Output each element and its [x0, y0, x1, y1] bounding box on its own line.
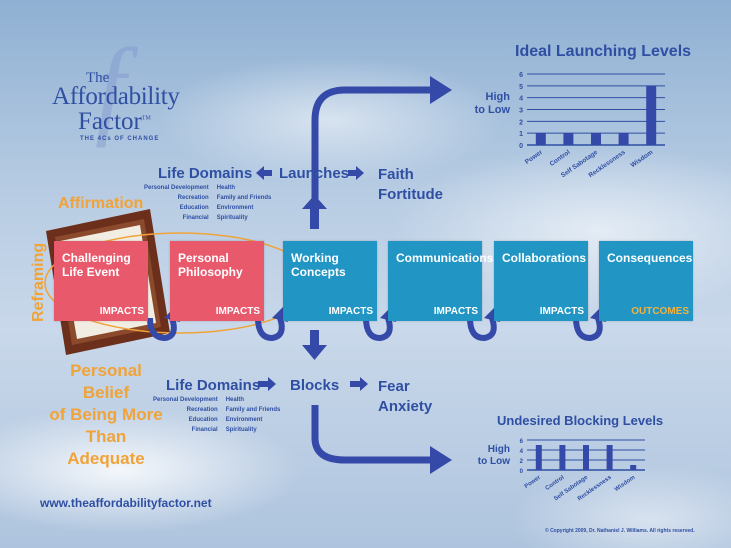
upper-life-domains: Life Domains	[158, 165, 253, 182]
blocks-label: Blocks	[290, 377, 340, 394]
x-tick-label: Power	[524, 149, 544, 166]
bar-control	[559, 445, 566, 470]
chart-1-title: Ideal Launching Levels	[515, 43, 692, 60]
box-title: Communications	[396, 251, 494, 265]
box-personal-philosophy: Personal Philosophy IMPACTS	[170, 241, 264, 321]
chart-2-title: Undesired Blocking Levels	[497, 413, 664, 428]
y-tick-label: 4	[519, 96, 523, 103]
footer-url[interactable]: www.theaffordabilityfactor.net	[40, 496, 212, 510]
down-arrow-shaft	[310, 330, 319, 348]
launches-label: Launches	[279, 165, 350, 182]
box-outcomes-label: OUTCOMES	[631, 306, 689, 317]
box-title: Personal Philosophy	[178, 251, 243, 279]
reframing-label: Reframing	[30, 242, 47, 322]
block-arrowhead	[430, 446, 452, 474]
bar-self-sabotage	[591, 133, 601, 145]
y-tick-label: 0	[520, 469, 524, 475]
personal-belief-label: Personal Belief of Being More Than Adequ…	[49, 361, 163, 468]
fear-anxiety-label: Fear Anxiety	[378, 378, 433, 415]
box-title: Consequences	[607, 251, 693, 265]
bar-control	[563, 133, 574, 145]
connector-curl-3	[363, 317, 393, 342]
logo-the: The	[86, 70, 110, 86]
faith-fortitude-label: Faith Fortitude	[378, 166, 443, 203]
box-title: Working Concepts	[291, 251, 346, 279]
box-title: Collaborations	[502, 251, 587, 265]
x-tick-label: Control	[545, 475, 566, 492]
y-tick-label: 6	[519, 72, 523, 79]
logo-factor: FactorTM	[78, 108, 151, 135]
logo-subtitle: THE 4Cs OF CHANGE	[80, 136, 160, 142]
y-tick-label: 4	[520, 449, 524, 455]
bar-recklessness	[606, 445, 613, 470]
box-impacts-label: IMPACTS	[539, 306, 584, 317]
y-tick-label: 3	[519, 108, 523, 115]
connector-curl-5	[573, 317, 603, 342]
logo-mark: f	[95, 26, 126, 148]
chart-1-ylabel: High to Low	[474, 91, 510, 116]
launch-arrowhead	[430, 76, 452, 104]
launch-curve-arrow	[311, 86, 432, 210]
box-challenging-life-event: Challenging Life Event IMPACTS	[54, 241, 148, 321]
x-tick-label: Wisdom	[614, 475, 637, 493]
box-collaborations: Collaborations IMPACTS	[494, 241, 588, 321]
bar-power	[535, 133, 546, 145]
chart-2-ylabel: High to Low	[477, 444, 510, 467]
y-tick-label: 2	[519, 119, 523, 126]
lower-life-domains: Life Domains	[166, 377, 261, 394]
x-tick-label: Control	[549, 149, 572, 168]
box-impacts-label: IMPACTS	[433, 306, 478, 317]
y-tick-label: 0	[519, 143, 523, 150]
up-arrow-shaft	[310, 207, 319, 229]
copyright: © Copyright 2009, Dr. Nathaniel J. Willi…	[545, 528, 695, 534]
y-tick-label: 2	[520, 459, 524, 465]
lower-domain-list: Personal Development Recreation Educatio…	[153, 397, 281, 433]
down-arrow-head	[302, 345, 327, 360]
y-tick-label: 1	[519, 131, 523, 138]
block-curve-arrow	[311, 405, 432, 464]
box-impacts-label: IMPACTS	[215, 306, 260, 317]
connector-curl-2	[255, 317, 285, 342]
box-communications: Communications IMPACTS	[388, 241, 494, 321]
box-impacts-label: IMPACTS	[99, 306, 144, 317]
arrow-to-blocks	[258, 377, 276, 391]
bar-recklessness	[618, 133, 629, 145]
logo-affordability: Affordability	[52, 83, 180, 110]
affirmation-label: Affirmation	[58, 195, 144, 212]
box-working-concepts: Working Concepts IMPACTS	[283, 241, 377, 321]
y-tick-label: 6	[520, 439, 524, 445]
bar-wisdom	[646, 85, 657, 145]
y-tick-label: 5	[519, 84, 523, 91]
bar-power	[535, 445, 542, 470]
x-tick-label: Power	[524, 474, 543, 490]
x-tick-label: Wisdom	[630, 149, 655, 169]
bar-wisdom	[630, 465, 637, 470]
up-arrow-head	[302, 195, 327, 209]
arrow-to-fear	[350, 377, 368, 391]
connector-curl-1	[147, 317, 177, 342]
arrow-to-life-domains	[256, 166, 272, 180]
box-impacts-label: IMPACTS	[328, 306, 373, 317]
connector-curl-4	[467, 317, 497, 342]
box-title: Challenging Life Event	[62, 251, 131, 279]
upper-domain-list: Personal Development Recreation Educatio…	[144, 185, 272, 221]
arrow-to-faith	[348, 166, 364, 180]
bar-self-sabotage	[583, 445, 589, 470]
box-consequences: Consequences OUTCOMES	[599, 241, 693, 321]
